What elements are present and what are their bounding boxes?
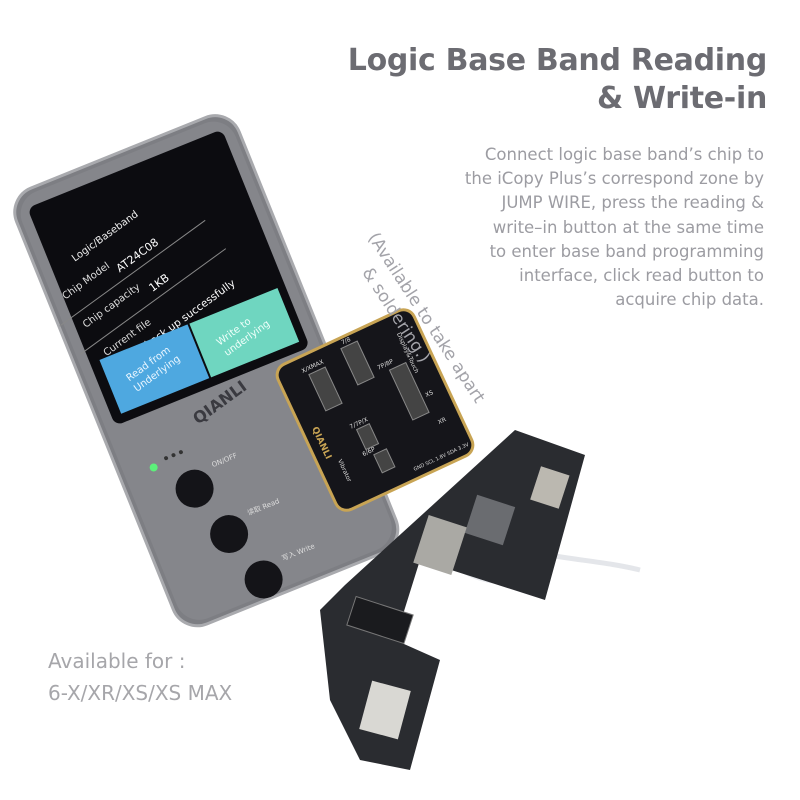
port-label: XR <box>437 416 447 426</box>
description-line: JUMP WIRE, press the reading & <box>501 193 764 213</box>
description-line: Connect logic base band’s chip to <box>484 145 764 164</box>
description-line: interface, click read button to <box>519 266 764 286</box>
icopy-device: Logic/Baseband Chip Model AT24C08 Chip c… <box>13 114 400 628</box>
description-line: acquire chip data. <box>615 290 764 310</box>
read-button[interactable] <box>204 509 253 558</box>
adapter-board: QIANLI X/XMAX 7/8 7P/8P Display&Touch XS… <box>275 308 475 512</box>
port-label: 7/8 <box>340 336 352 347</box>
page-title: Logic Base Band Reading & Write-in <box>347 42 768 118</box>
logic-board <box>320 430 585 770</box>
availability: Available for : 6-X/XR/XS/XS MAX <box>48 645 232 709</box>
write-button[interactable] <box>239 555 288 604</box>
description: Connect logic base band’s chip to the iC… <box>384 143 764 312</box>
description-line: write–in button at the same time <box>492 217 764 237</box>
title-line: & Write-in <box>596 81 767 116</box>
status-led <box>149 463 158 472</box>
power-button[interactable] <box>170 464 219 513</box>
description-line: the iCopy Plus’s correspond zone by <box>464 169 764 189</box>
availability-models: 6-X/XR/XS/XS MAX <box>48 681 233 705</box>
availability-label: Available for : <box>48 649 186 673</box>
title-line: Logic Base Band Reading <box>347 43 768 78</box>
description-line: to enter base band programming <box>489 241 764 261</box>
read-from-underlying-button[interactable] <box>99 324 210 414</box>
write-to-underlying-button[interactable] <box>189 288 300 378</box>
port-label: XS <box>424 389 434 399</box>
